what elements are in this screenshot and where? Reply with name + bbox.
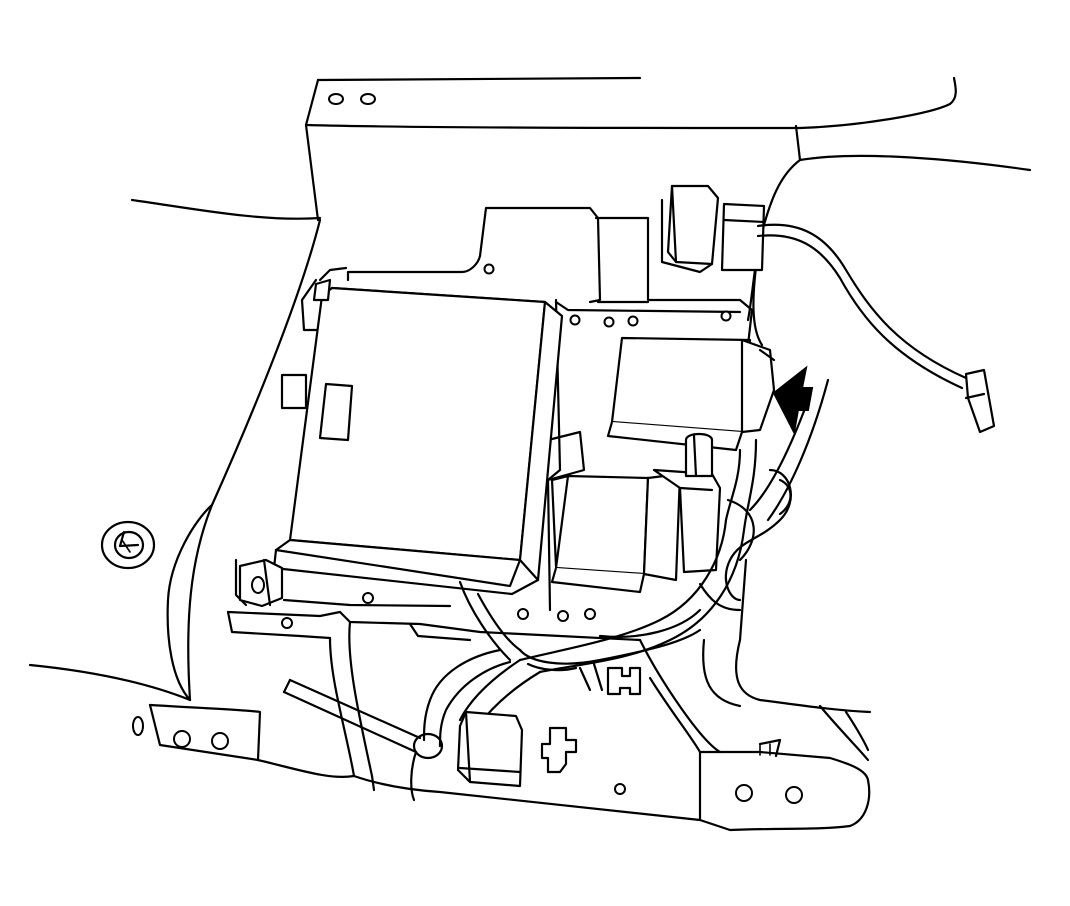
top-small-relay-left (660, 184, 720, 274)
upper-relay (606, 336, 776, 452)
pigtail-connector (756, 223, 996, 434)
harness-connector-block (456, 710, 524, 788)
top-small-relay-right (720, 202, 766, 272)
lower-relay (550, 432, 722, 594)
body-panel-outline (28, 76, 1032, 714)
harness-clip-lower (540, 726, 578, 774)
grommet-fastener (100, 520, 156, 570)
wiring-harness (282, 438, 792, 802)
pointer-arrow (772, 365, 814, 436)
control-module (238, 278, 564, 608)
harness-clip-upper (606, 666, 642, 696)
lower-cross-member (132, 703, 871, 832)
top-panel-holes (328, 93, 376, 105)
mounting-bracket (226, 206, 754, 795)
